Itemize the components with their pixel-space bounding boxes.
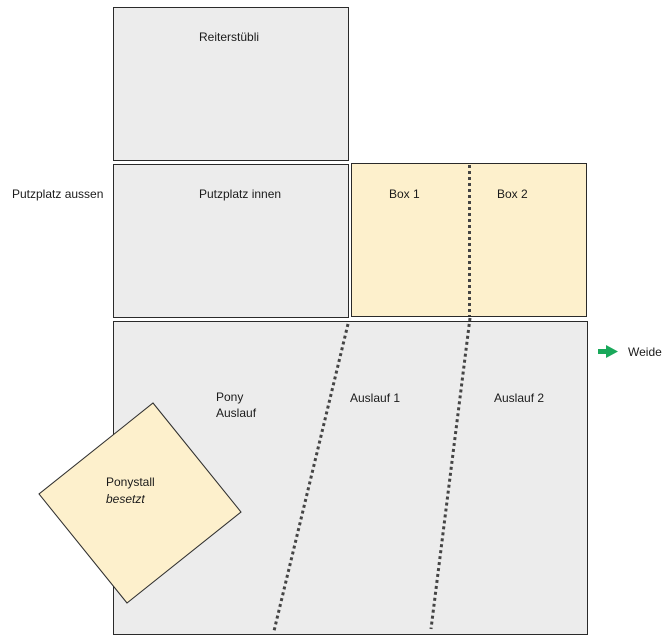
putzplatz-innen-label: Putzplatz innen [199,187,282,201]
ponystall-building [38,402,242,604]
ponystall-status-label: besetzt [106,492,145,506]
reiterstuebli-room [113,7,349,161]
reiterstuebli-label: Reiterstübli [199,30,260,44]
box-2-label: Box 2 [497,187,528,201]
box-1-label: Box 1 [389,187,420,201]
right-arrow-icon [598,345,618,358]
weide-label: Weide [628,345,662,359]
putzplatz-innen-room [113,164,349,318]
pony-auslauf-label-line2: Auslauf [216,406,257,420]
auslauf-divider [429,317,472,630]
putzplatz-aussen-label: Putzplatz aussen [12,187,104,201]
ponystall-label: Ponystall [106,475,155,489]
pony-auslauf-divider [272,323,350,632]
pony-auslauf-label-line1: Pony [216,390,244,404]
auslauf-2-label: Auslauf 2 [494,391,545,405]
auslauf-1-label: Auslauf 1 [350,391,401,405]
